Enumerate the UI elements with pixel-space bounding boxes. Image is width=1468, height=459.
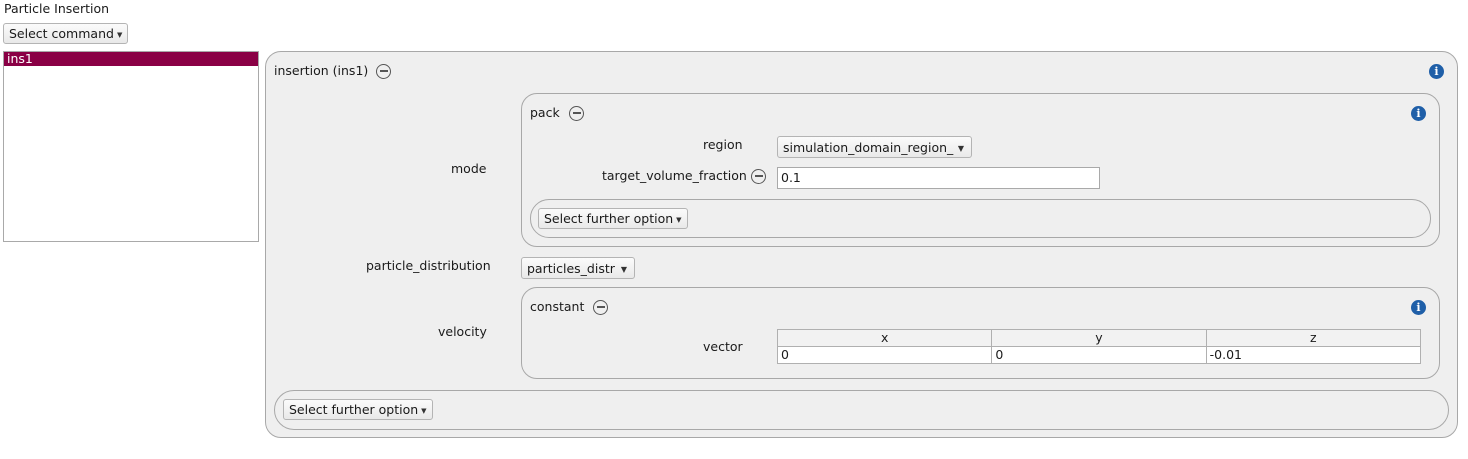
velocity-label: velocity	[438, 324, 487, 339]
vector-column-z: z	[1205, 329, 1422, 347]
particle-distribution-value: particles_distr	[527, 260, 615, 276]
vector-value-x[interactable]: 0	[776, 346, 993, 364]
command-list[interactable]: ins1	[3, 51, 259, 242]
insertion-further-options-group	[274, 390, 1449, 430]
mode-label: mode	[451, 161, 487, 176]
vector-label: vector	[703, 339, 743, 354]
pack-collapse-icon[interactable]	[569, 106, 584, 121]
dropdown-arrow-icon: ▼	[116, 30, 123, 39]
region-select-value: simulation_domain_region_	[783, 139, 954, 155]
vector-value-z[interactable]: -0.01	[1205, 346, 1422, 364]
pack-header: pack	[530, 105, 560, 120]
pack-select-further-option-label: Select further option	[544, 211, 674, 226]
region-label: region	[703, 137, 743, 152]
vector-value-y[interactable]: 0	[991, 346, 1207, 364]
panel-title: Particle Insertion	[4, 1, 110, 16]
select-command-label: Select command	[9, 26, 114, 41]
constant-header: constant	[530, 299, 585, 314]
pack-select-further-option-button[interactable]: Select further option ▼	[538, 208, 688, 229]
vector-table: x y z 0 0 -0.01	[776, 329, 1422, 364]
vector-column-x: x	[776, 329, 993, 347]
target-volume-fraction-collapse-icon[interactable]	[751, 169, 766, 184]
pack-info-icon[interactable]: i	[1411, 106, 1426, 121]
particle-distribution-select[interactable]: particles_distr ▼	[521, 257, 635, 279]
insertion-select-further-option-button[interactable]: Select further option ▼	[283, 399, 433, 420]
dropdown-arrow-icon: ▼	[421, 406, 427, 415]
region-select[interactable]: simulation_domain_region_ ▼	[777, 136, 972, 158]
select-command-button[interactable]: Select command ▼	[3, 23, 129, 44]
insertion-header: insertion (ins1)	[274, 63, 369, 78]
constant-collapse-icon[interactable]	[593, 300, 608, 315]
insertion-info-icon[interactable]: i	[1429, 64, 1444, 79]
dropdown-arrow-icon: ▼	[676, 215, 682, 224]
vector-column-y: y	[991, 329, 1207, 347]
insertion-collapse-icon[interactable]	[376, 64, 391, 79]
target-volume-fraction-label: target_volume_fraction	[602, 168, 747, 183]
constant-info-icon[interactable]: i	[1411, 300, 1426, 315]
insertion-select-further-option-label: Select further option	[289, 402, 419, 417]
command-list-item-ins1[interactable]: ins1	[4, 52, 258, 66]
target-volume-fraction-input[interactable]: 0.1	[777, 167, 1100, 189]
particle-distribution-label: particle_distribution	[366, 258, 491, 273]
dropdown-arrow-icon: ▼	[620, 265, 627, 274]
dropdown-arrow-icon: ▼	[957, 144, 964, 153]
